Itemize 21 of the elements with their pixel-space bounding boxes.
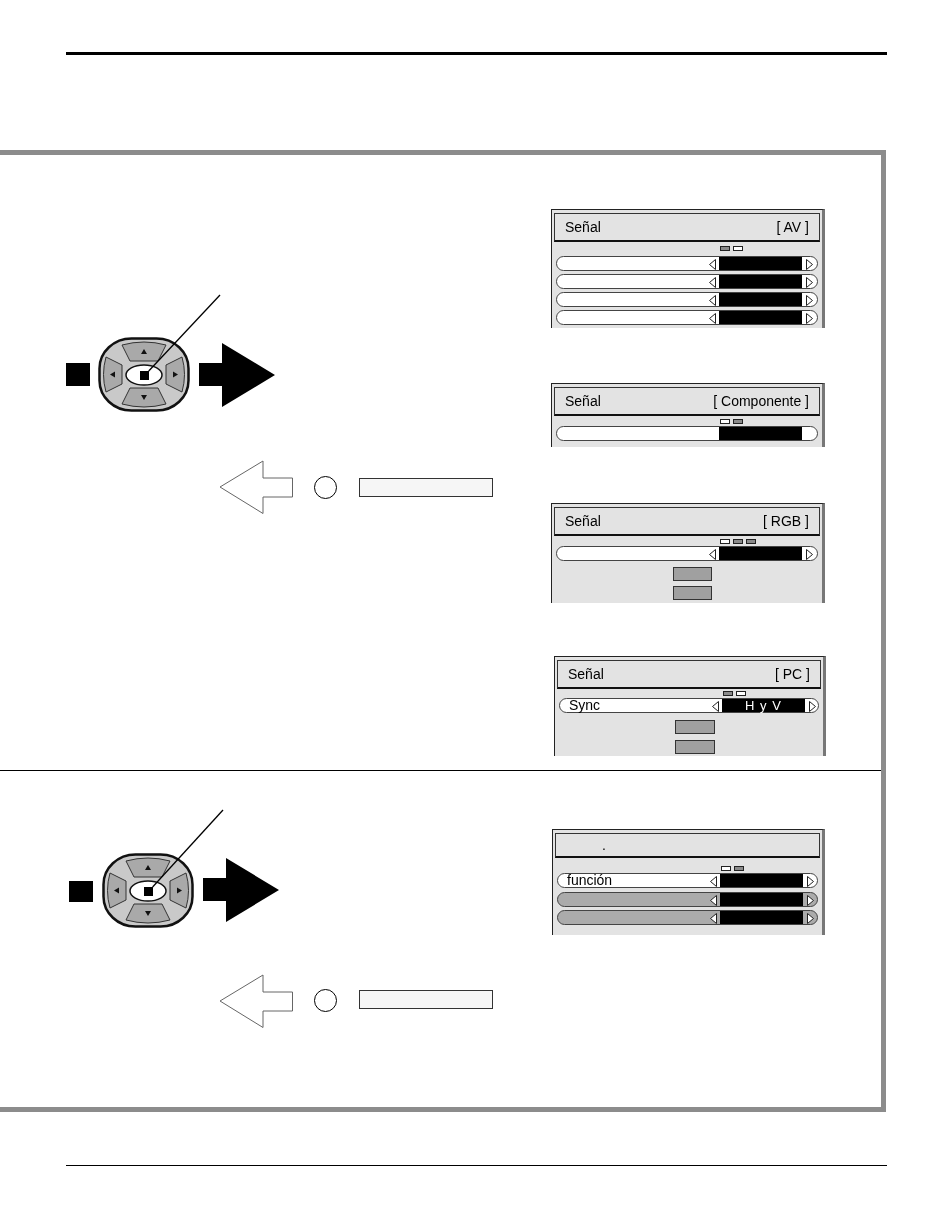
row-label: Sync: [569, 699, 601, 712]
row-label: función: [567, 874, 613, 887]
input-label: [ PC ]: [775, 667, 810, 681]
center-key-icon: [144, 887, 153, 896]
leader-line: [148, 294, 221, 372]
menu-screen: [552, 829, 825, 935]
menu-title: Señal: [565, 394, 601, 408]
input-label: [ RGB ]: [763, 514, 809, 528]
input-label: [ AV ]: [776, 220, 809, 234]
menu-title: Señal: [565, 220, 601, 234]
leader-line: [151, 809, 224, 888]
menu-title: Señal: [568, 667, 604, 681]
menu-screen: [554, 656, 826, 756]
menu-screen: [551, 503, 825, 603]
menu-title: Señal: [565, 514, 601, 528]
input-label: [ Componente ]: [713, 394, 809, 408]
menu-screen: [551, 383, 825, 447]
value-field: H y V: [722, 699, 805, 712]
menu-screen: [551, 209, 825, 328]
center-key-icon: [140, 371, 149, 380]
menu-title: .: [602, 838, 606, 852]
